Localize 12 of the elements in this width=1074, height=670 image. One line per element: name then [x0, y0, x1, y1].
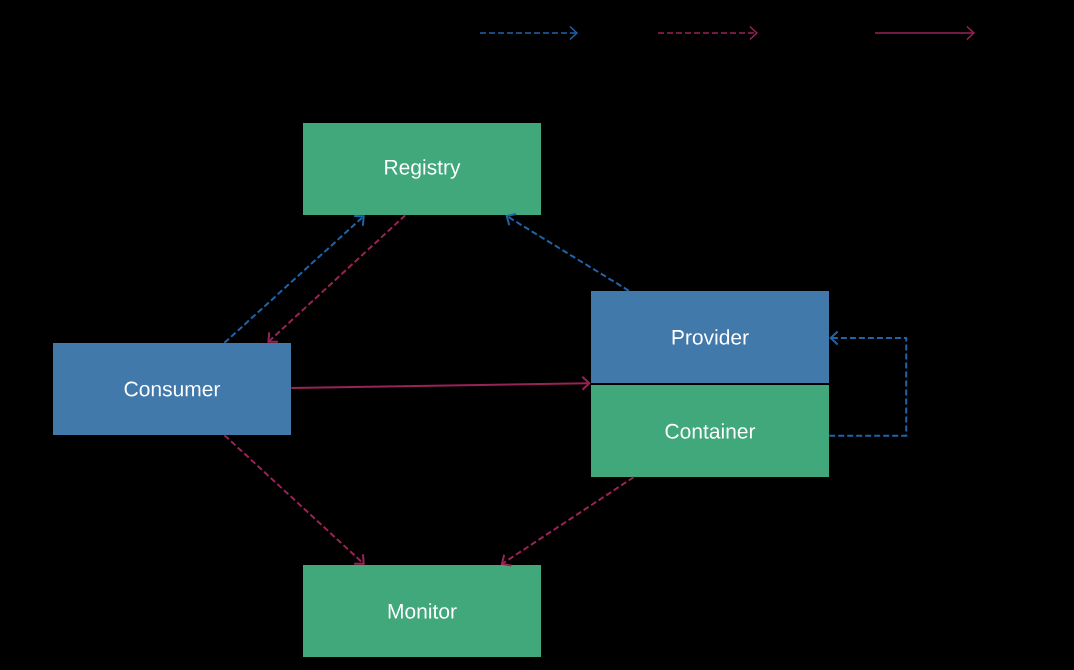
process-box: Container — [591, 385, 829, 477]
arrow — [267, 214, 407, 343]
arrow — [505, 213, 630, 292]
arrow — [290, 375, 591, 391]
process-box: Provider — [591, 291, 829, 383]
arrow — [828, 330, 908, 437]
process-box: Monitor — [303, 565, 541, 657]
arrow — [500, 476, 635, 567]
process-box: Consumer — [53, 343, 291, 435]
arrow — [223, 215, 365, 344]
arrow — [223, 434, 365, 565]
process-box: Registry — [303, 123, 541, 215]
